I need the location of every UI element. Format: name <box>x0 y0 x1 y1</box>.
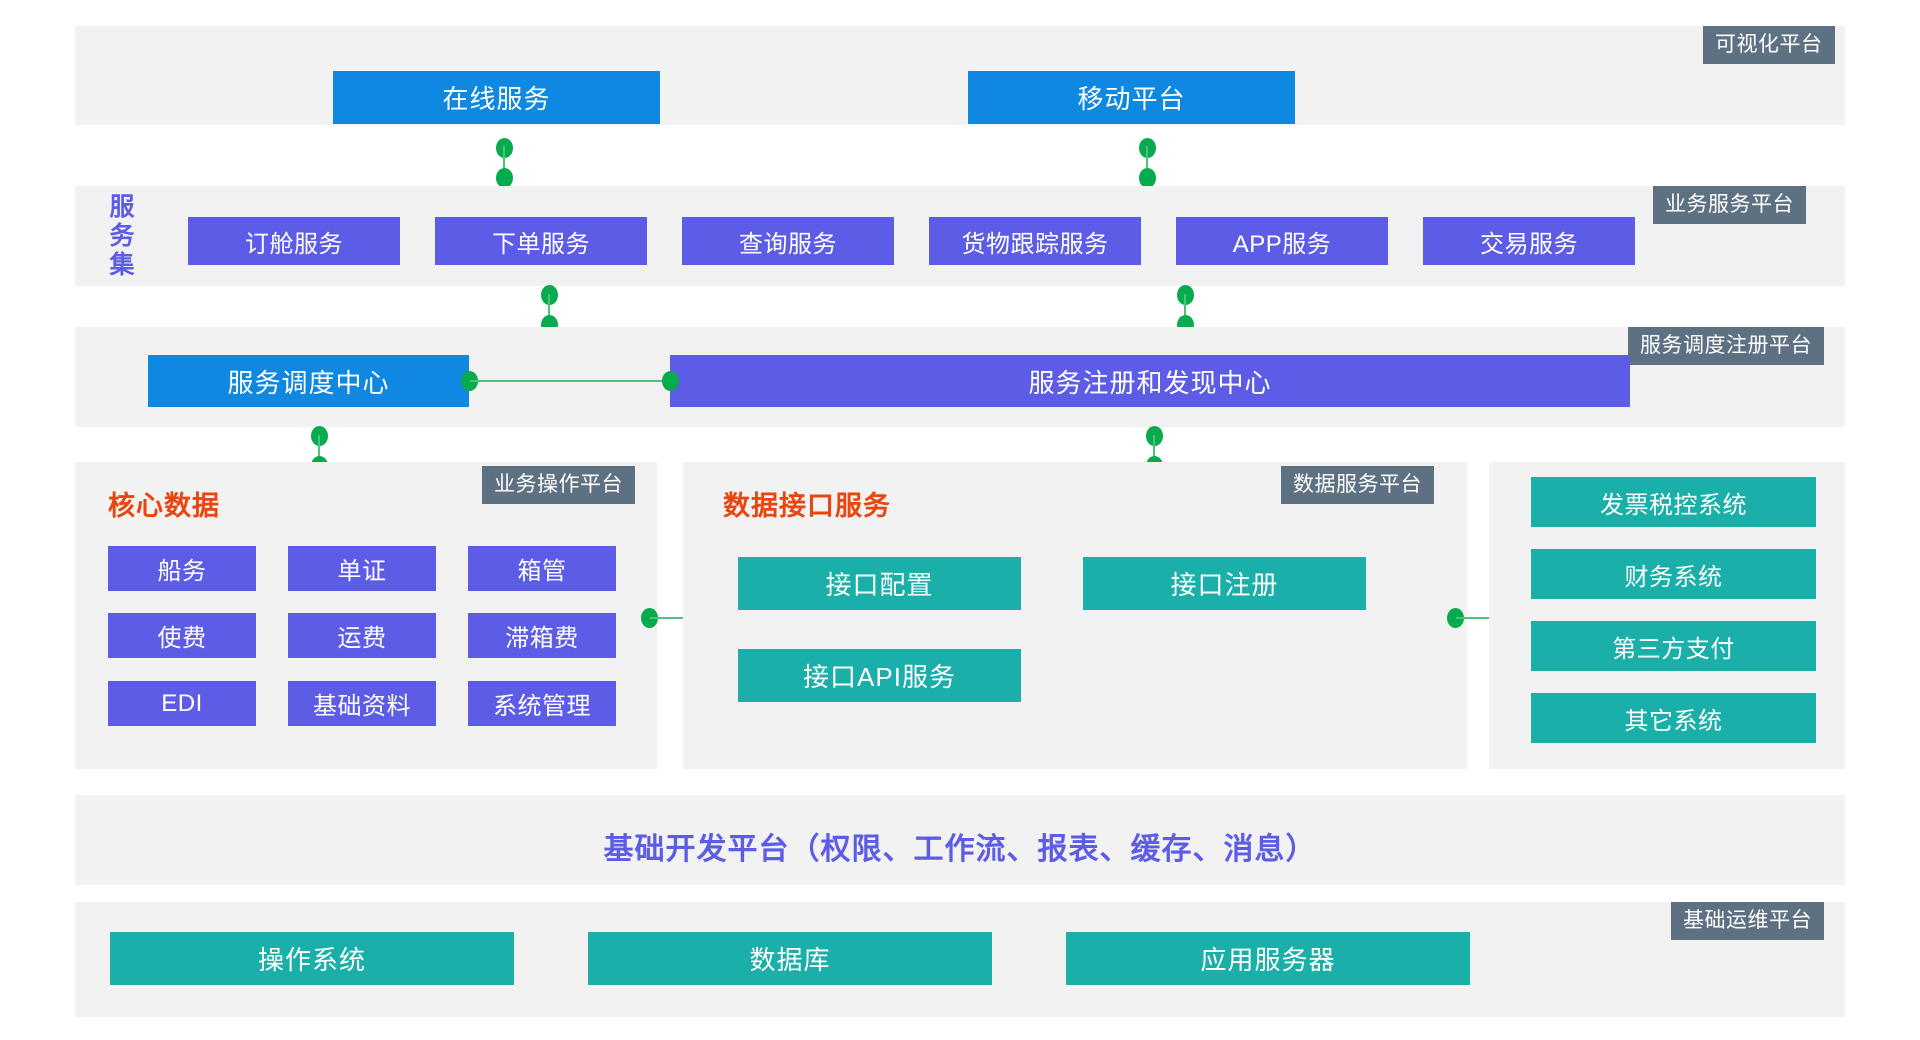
box-database[interactable]: 数据库 <box>588 932 992 985</box>
box-documents[interactable]: 单证 <box>288 546 436 591</box>
box-demurrage-fee[interactable]: 滞箱费 <box>468 613 616 658</box>
box-service-dispatch-center[interactable]: 服务调度中心 <box>148 355 469 407</box>
connector-line <box>548 294 550 322</box>
box-freight-fee[interactable]: 运费 <box>288 613 436 658</box>
data-interface-service-title: 数据接口服务 <box>723 491 891 521</box>
connector-dot <box>1139 168 1156 188</box>
development-platform-title: 基础开发平台（权限、工作流、报表、缓存、消息） <box>603 833 1317 866</box>
connector-dot <box>662 371 679 391</box>
box-shipping[interactable]: 船务 <box>108 546 256 591</box>
connector-dot <box>461 371 478 391</box>
box-interface-registration[interactable]: 接口注册 <box>1083 557 1366 610</box>
box-third-party-payment[interactable]: 第三方支付 <box>1531 621 1816 671</box>
box-container-management[interactable]: 箱管 <box>468 546 616 591</box>
connector-line <box>650 617 697 619</box>
box-order-service[interactable]: 下单服务 <box>435 217 647 265</box>
box-finance-system[interactable]: 财务系统 <box>1531 549 1816 599</box>
core-data-title: 核心数据 <box>108 491 220 521</box>
box-invoice-tax-system[interactable]: 发票税控系统 <box>1531 477 1816 527</box>
box-usage-fee[interactable]: 使费 <box>108 613 256 658</box>
box-online-service[interactable]: 在线服务 <box>333 71 660 124</box>
connector-line <box>1456 617 1503 619</box>
data-service-panel <box>683 462 1467 769</box>
box-basic-data[interactable]: 基础资料 <box>288 681 436 726</box>
box-interface-config[interactable]: 接口配置 <box>738 557 1021 610</box>
connector-line <box>1153 435 1155 463</box>
box-operating-system[interactable]: 操作系统 <box>110 932 514 985</box>
box-other-system[interactable]: 其它系统 <box>1531 693 1816 743</box>
box-application-server[interactable]: 应用服务器 <box>1066 932 1470 985</box>
connector-dot <box>641 608 658 628</box>
box-system-management[interactable]: 系统管理 <box>468 681 616 726</box>
development-band <box>75 795 1845 885</box>
service-set-side-label: 服务集 <box>109 193 135 279</box>
box-query-service[interactable]: 查询服务 <box>682 217 894 265</box>
connector-line <box>318 435 320 463</box>
connector-line <box>503 146 505 174</box>
box-edi[interactable]: EDI <box>108 681 256 726</box>
data-service-label: 数据服务平台 <box>1281 466 1434 504</box>
box-mobile-platform[interactable]: 移动平台 <box>968 71 1295 124</box>
visualization-band-label: 可视化平台 <box>1703 26 1835 64</box>
connector-line <box>470 380 670 382</box>
box-interface-api-service[interactable]: 接口API服务 <box>738 649 1021 702</box>
connector-line <box>1184 294 1186 322</box>
box-cargo-tracking-service[interactable]: 货物跟踪服务 <box>929 217 1141 265</box>
connector-dot <box>1447 608 1464 628</box>
box-booking-service[interactable]: 订舱服务 <box>188 217 400 265</box>
connector-dot <box>496 168 513 188</box>
business-service-band-label: 业务服务平台 <box>1653 186 1806 224</box>
infrastructure-band-label: 基础运维平台 <box>1671 902 1824 940</box>
box-transaction-service[interactable]: 交易服务 <box>1423 217 1635 265</box>
box-app-service[interactable]: APP服务 <box>1176 217 1388 265</box>
connector-line <box>1146 146 1148 174</box>
box-service-registry-center[interactable]: 服务注册和发现中心 <box>670 355 1630 407</box>
business-operation-label: 业务操作平台 <box>482 466 635 504</box>
registry-band-label: 服务调度注册平台 <box>1628 327 1824 365</box>
